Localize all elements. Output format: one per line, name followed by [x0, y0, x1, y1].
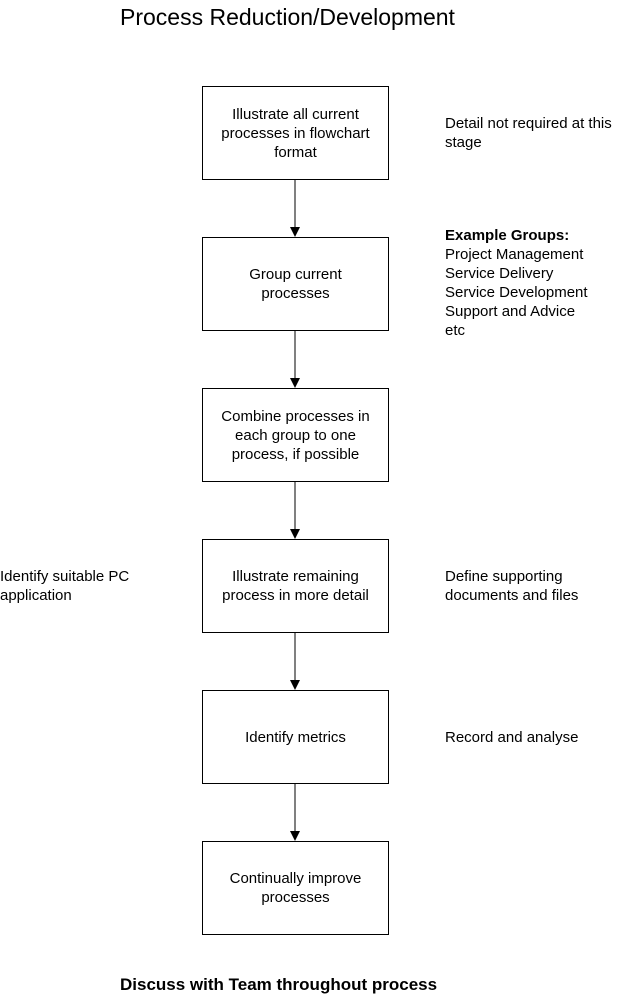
step-box-continually-improve: Continually improve processes — [202, 841, 389, 935]
step-box-illustrate-remaining: Illustrate remaining process in more det… — [202, 539, 389, 633]
step-box-group-processes: Group current processes — [202, 237, 389, 331]
note-heading: Example Groups: — [445, 227, 570, 244]
footer-note: Discuss with Team throughout process — [120, 975, 438, 994]
note-pc-application: Identify suitable PC application — [0, 567, 129, 605]
note-line: Record and analyse — [445, 729, 579, 746]
group-item: Service Development — [445, 284, 588, 301]
note-line: documents and files — [445, 587, 579, 604]
note-supporting-documents: Define supporting documents and files — [445, 567, 578, 605]
note-example-groups: Example Groups: Project Management Servi… — [445, 226, 588, 340]
note-line: stage — [445, 134, 482, 151]
step-label: Group current processes — [249, 266, 342, 302]
group-item: etc — [445, 322, 466, 339]
note-line: Define supporting — [445, 568, 563, 585]
note-record-analyse: Record and analyse — [445, 728, 578, 747]
step-label: Illustrate all current processes in flow… — [221, 105, 370, 161]
note-detail: Detail not required at this stage — [445, 114, 612, 152]
step-label: Illustrate remaining process in more det… — [222, 568, 369, 604]
step-box-illustrate-current: Illustrate all current processes in flow… — [202, 86, 389, 180]
group-item: Project Management — [445, 246, 584, 263]
step-label: Identify metrics — [245, 728, 346, 746]
step-label: Combine processes in each group to one p… — [221, 407, 370, 463]
group-item: Service Delivery — [445, 265, 554, 282]
step-label: Continually improve processes — [229, 870, 362, 906]
step-box-identify-metrics: Identify metrics — [202, 690, 389, 784]
step-box-combine-processes: Combine processes in each group to one p… — [202, 388, 389, 482]
note-line: Detail not required at this — [445, 115, 612, 132]
note-line: Identify suitable PC — [0, 568, 130, 585]
group-item: Support and Advice — [445, 303, 576, 320]
page-title: Process Reduction/Development — [120, 4, 455, 30]
note-line: application — [0, 587, 72, 604]
